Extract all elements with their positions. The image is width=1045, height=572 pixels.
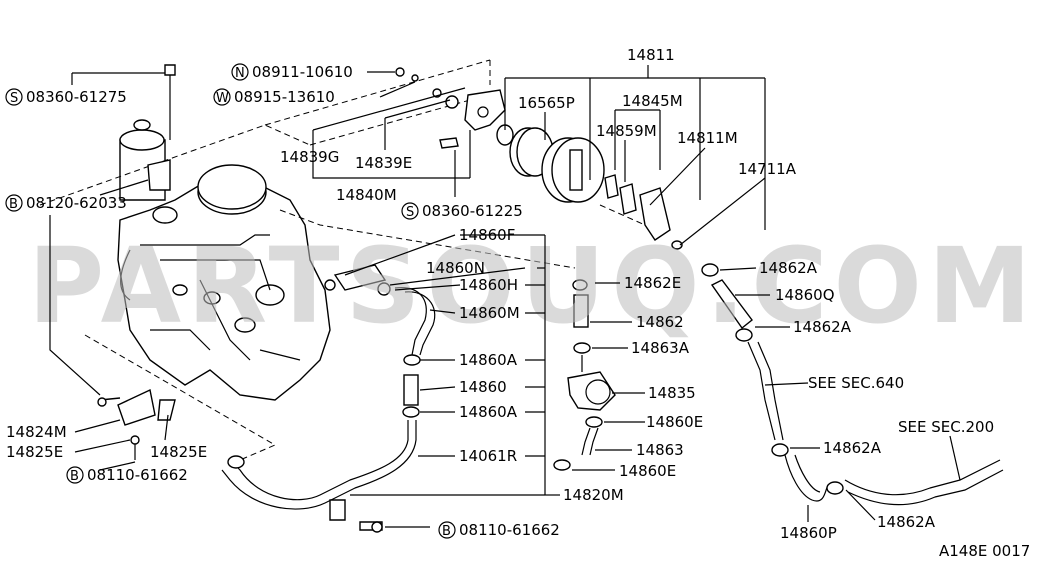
label-14862: 14862 <box>636 313 684 331</box>
prefix-n-letter: N <box>235 66 245 81</box>
label-14840m: 14840M <box>336 186 397 204</box>
label-08915-13610: 08915-13610 <box>234 88 335 106</box>
prefix-s-letter-1: S <box>10 91 18 106</box>
label-08360-61275: 08360-61275 <box>26 88 127 106</box>
label-08360-61225: 08360-61225 <box>422 202 523 220</box>
label-14860n: 14860N <box>426 259 485 277</box>
label-14862a-1: 14862A <box>759 259 818 277</box>
label-16565p: 16565P <box>518 94 575 112</box>
prefix-s-letter-2: S <box>406 205 414 220</box>
prefix-b-circle-1 <box>5 194 23 212</box>
hose-routing <box>221 264 436 533</box>
label-14860e-2: 14860E <box>619 462 676 480</box>
label-see-sec-640: SEE SEC.640 <box>808 374 904 392</box>
label-14862a-3: 14862A <box>823 439 882 457</box>
label-08120-62033: 08120-62033 <box>26 194 127 212</box>
valve-assembly <box>553 279 616 471</box>
prefix-b-circle-3 <box>438 521 456 539</box>
label-14860p: 14860P <box>780 524 837 542</box>
label-14862a-2: 14862A <box>793 318 852 336</box>
label-08110-61662-b: 08110-61662 <box>459 521 560 539</box>
label-14860q: 14860Q <box>775 286 835 304</box>
prefix-w-letter: W <box>216 91 229 106</box>
label-14860: 14860 <box>459 378 507 396</box>
prefix-n-circle <box>231 63 249 81</box>
watermark: PARTSOUQ.COM <box>28 225 1037 347</box>
label-14862e: 14862E <box>624 274 681 292</box>
label-14845m: 14845M <box>622 92 683 110</box>
air-pump-assembly <box>496 124 683 250</box>
label-14711a: 14711A <box>738 160 797 178</box>
prefix-markers: N W S B S B B <box>5 63 456 539</box>
label-14835: 14835 <box>648 384 696 402</box>
prefix-w-circle <box>213 88 231 106</box>
prefix-b-letter-3: B <box>442 524 451 539</box>
bracket-bottom-left <box>97 388 176 460</box>
label-14863: 14863 <box>636 441 684 459</box>
label-14839e: 14839E <box>355 154 412 172</box>
label-14859m: 14859M <box>596 122 657 140</box>
prefix-b-circle-2 <box>66 466 84 484</box>
label-14860f: 14860F <box>459 226 515 244</box>
label-14863a: 14863A <box>631 339 690 357</box>
figure-code: A148E 0017 <box>939 542 1030 560</box>
prefix-s-circle-2 <box>401 202 419 220</box>
leader-lines <box>49 65 961 528</box>
label-14820m: 14820M <box>563 486 624 504</box>
label-14860a-2: 14860A <box>459 403 518 421</box>
part-labels: 14811 16565P 14845M 14859M 14811M 14711A… <box>6 46 1030 560</box>
label-14860a-1: 14860A <box>459 351 518 369</box>
label-14811m: 14811M <box>677 129 738 147</box>
label-08110-61662-a: 08110-61662 <box>87 466 188 484</box>
label-14862a-4: 14862A <box>877 513 936 531</box>
prefix-b-letter-2: B <box>70 469 79 484</box>
label-see-sec-200: SEE SEC.200 <box>898 418 994 436</box>
label-14824m: 14824M <box>6 423 67 441</box>
label-14860e-1: 14860E <box>646 413 703 431</box>
bracket-assembly <box>147 64 506 191</box>
label-08911-10610: 08911-10610 <box>252 63 353 81</box>
prefix-s-circle-1 <box>5 88 23 106</box>
label-14860m: 14860M <box>459 304 520 322</box>
label-14860h: 14860H <box>459 276 518 294</box>
label-14061r: 14061R <box>459 447 517 465</box>
label-14839g: 14839G <box>280 148 339 166</box>
label-14825e-2: 14825E <box>150 443 207 461</box>
prefix-b-letter-1: B <box>9 197 18 212</box>
label-14825e-1: 14825E <box>6 443 63 461</box>
right-hose <box>701 263 1004 506</box>
label-14811: 14811 <box>627 46 675 64</box>
